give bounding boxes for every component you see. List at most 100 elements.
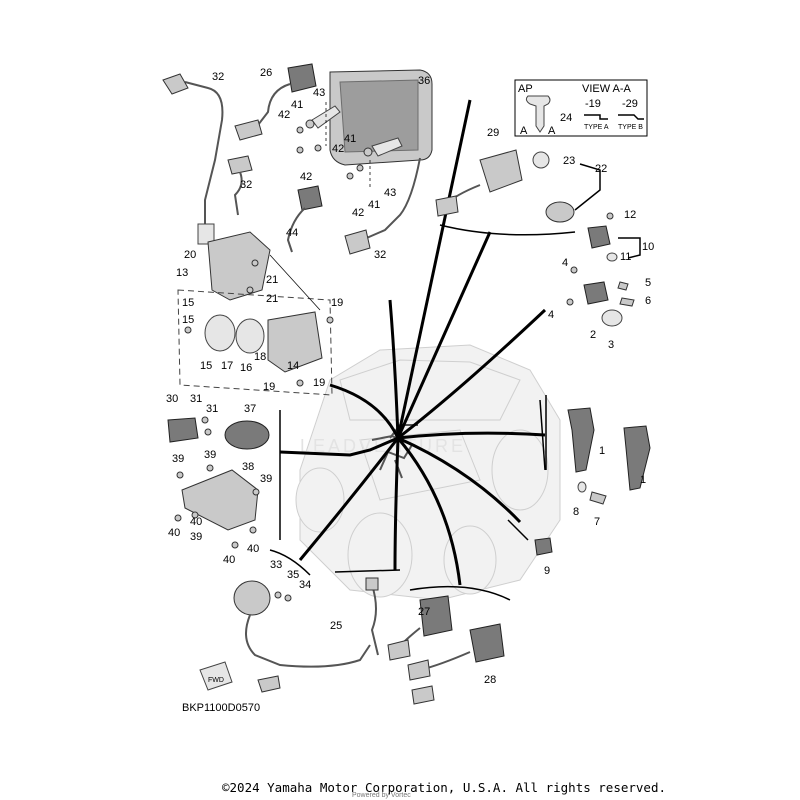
callout-15c: 15 [200,360,212,372]
callout-31b: 31 [206,403,218,415]
lock-23 [545,201,575,223]
group-leader-lines [269,99,576,601]
callout-37: 37 [244,403,256,415]
callout-22: 22 [595,163,607,175]
callout-27: 27 [418,606,430,618]
callout-3: 3 [608,339,614,351]
sensor-group [566,212,641,327]
view-type-b: TYPE B [618,124,643,131]
coil-1b [623,425,651,491]
callout-23: 23 [563,155,575,167]
callout-39c: 39 [260,473,272,485]
callout-39d: 39 [190,531,202,543]
callout-40b: 40 [168,527,180,539]
callout-9: 9 [544,565,550,577]
callout-41a: 41 [291,99,303,111]
callout-20: 20 [184,249,196,261]
relay-30 [167,417,199,443]
horn-33 [233,580,271,616]
callout-12: 12 [624,209,636,221]
buzzer-26 [287,63,317,93]
fwd-arrow [199,661,233,691]
callout-4a: 4 [562,257,568,269]
callout-24: 24 [560,112,572,124]
callout-21b: 21 [266,293,278,305]
diagram-code: BKP1100D0570 [182,702,261,714]
callout-1a: 1 [599,445,605,457]
sensor-9 [534,537,553,556]
callout-34: 34 [299,579,311,591]
handlebar-switches [387,595,505,705]
view-aa-labels: AP VIEW A-A -19 -29 TYPE A TYPE B A A [518,83,644,137]
main-switch-29 [479,149,523,193]
callout-4b: 4 [548,309,554,321]
callout-21a: 21 [266,274,278,286]
callout-43b: 43 [384,187,396,199]
callout-16: 16 [240,362,252,374]
switch-28 [469,623,505,663]
callout-7: 7 [594,516,600,528]
sensor-10 [587,225,611,249]
callout-6: 6 [645,295,651,307]
callout-42d: 42 [352,207,364,219]
callout-40d: 40 [223,554,235,566]
callout-41c: 41 [368,199,380,211]
callout-2: 2 [590,329,596,341]
callout-5: 5 [645,277,651,289]
oring-3 [601,309,623,327]
callout-40c: 40 [247,543,259,555]
callout-25: 25 [330,620,342,632]
callout-8: 8 [573,506,579,518]
callout-42b: 42 [332,143,344,155]
view-suffix-29: -29 [622,98,638,110]
bracket-20 [207,231,271,301]
view-title: VIEW A-A [582,83,632,95]
cover-37 [224,420,270,450]
callout-40a: 40 [190,516,202,528]
callout-13: 13 [176,267,188,279]
callout-14: 14 [287,360,299,372]
view-suffix-19: -19 [585,98,601,110]
ignition-coils [534,395,651,556]
callout-43a: 43 [313,87,325,99]
connector-32-top [162,73,189,95]
callouts: 32 26 36 43 41 42 41 42 42 41 42 43 32 4… [166,67,654,686]
callout-10: 10 [642,241,654,253]
callout-1b: 1 [640,474,646,486]
callout-29: 29 [487,127,499,139]
view-a-left: A [520,125,528,137]
callout-31a: 31 [190,393,202,405]
callout-41b: 41 [344,133,356,145]
coil-1a [567,407,595,473]
callout-28: 28 [484,674,496,686]
connector-32-bottom [197,223,215,245]
key-24 [525,95,551,133]
vehicle-silhouette: LEADVENTURE [295,344,561,601]
switch-27 [419,595,453,637]
view-a-right: A [548,125,556,137]
callout-30: 30 [166,393,178,405]
callout-32b: 32 [240,179,252,191]
callout-39a: 39 [204,449,216,461]
sensor-2 [583,281,609,305]
callout-44: 44 [286,227,298,239]
horn-group: FWD [199,577,379,693]
bracket-38 [181,469,259,531]
meter-cluster-group [162,63,433,255]
callout-39b: 39 [172,453,184,465]
callout-19a: 19 [331,297,343,309]
headlight-group [177,231,334,396]
callout-26: 26 [260,67,272,79]
view-type-a: TYPE A [584,124,609,131]
fwd-label: FWD [208,677,224,684]
relay-bracket-group [167,416,270,549]
housing-14 [267,311,323,373]
callout-11: 11 [620,251,631,263]
view-ap: AP [518,83,533,95]
view-aa-box [514,79,648,137]
callout-19c: 19 [313,377,325,389]
callout-42a: 42 [278,109,290,121]
copyright-subtext: Powered by Vortec [352,792,411,799]
callout-19b: 19 [263,381,275,393]
